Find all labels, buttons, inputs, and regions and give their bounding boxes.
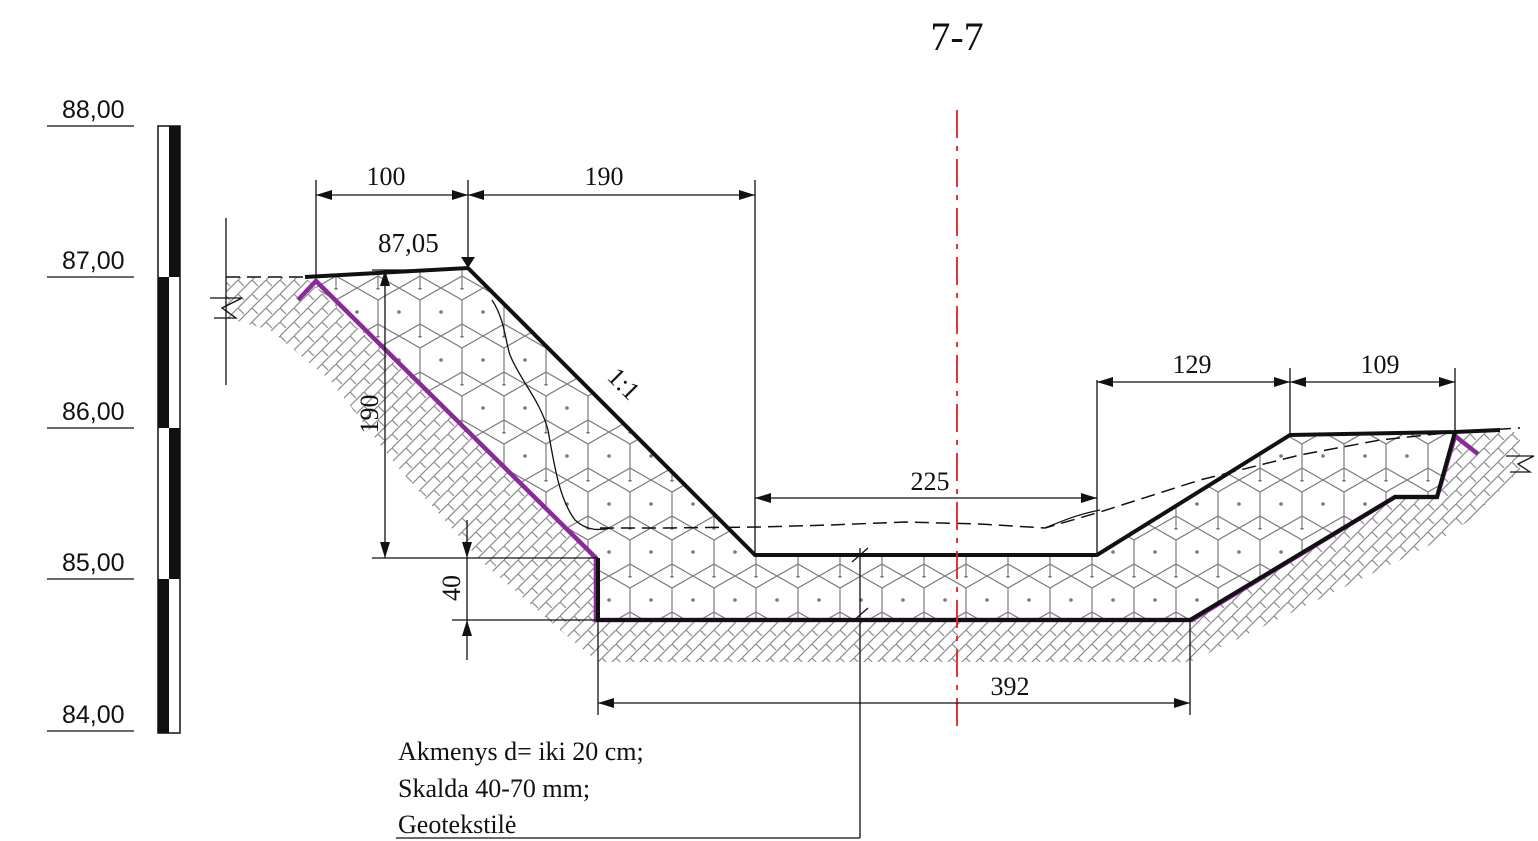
slope-label: 1:1 xyxy=(602,362,646,406)
spot-elevation-label: 87,05 xyxy=(378,228,439,258)
dim-100-label: 100 xyxy=(367,162,406,191)
previous-bottom-bend xyxy=(1044,509,1101,529)
excavation-outline xyxy=(596,431,1457,622)
dimension-vertical-left: 190 40 xyxy=(355,269,598,660)
dim-109-label: 109 xyxy=(1361,350,1400,379)
dimension-bottom-outer: 392 xyxy=(597,620,1191,715)
soil-hatching xyxy=(226,277,1520,662)
elevation-label-85: 85,00 xyxy=(62,549,125,577)
elevation-label-84: 84,00 xyxy=(62,701,125,729)
dim-vertical-40-label: 40 xyxy=(437,575,466,601)
stone-fill xyxy=(305,268,1455,620)
dimension-bottom-inner: 225 xyxy=(755,380,1098,555)
material-leader xyxy=(396,547,869,839)
note-line-gravel: Skalda 40-70 mm; xyxy=(398,774,590,803)
dim-392-label: 392 xyxy=(991,672,1030,701)
previous-bank-line xyxy=(491,299,613,531)
dim-vertical-190-label: 190 xyxy=(355,395,384,434)
existing-bottom-profile xyxy=(600,431,1456,529)
elevation-scale: 88,00 87,00 86,00 85,00 84,00 xyxy=(47,96,181,734)
elevation-label-87: 87,00 xyxy=(62,247,125,275)
note-line-geotextile: Geotekstilė xyxy=(398,810,516,839)
elevation-label-88: 88,00 xyxy=(62,96,125,124)
dim-225-label: 225 xyxy=(911,467,950,496)
section-title: 7-7 xyxy=(930,14,983,59)
break-symbol-left xyxy=(210,218,243,385)
dimension-top-left: 100 190 xyxy=(315,162,756,555)
elevation-label-86: 86,00 xyxy=(62,398,125,426)
dim-190-label: 190 xyxy=(585,162,624,191)
dim-129-label: 129 xyxy=(1173,350,1212,379)
note-line-stones: Akmenys d= iki 20 cm; xyxy=(398,737,644,766)
break-symbol-right xyxy=(1506,455,1535,473)
dimension-top-right: 129 109 xyxy=(1097,350,1456,435)
